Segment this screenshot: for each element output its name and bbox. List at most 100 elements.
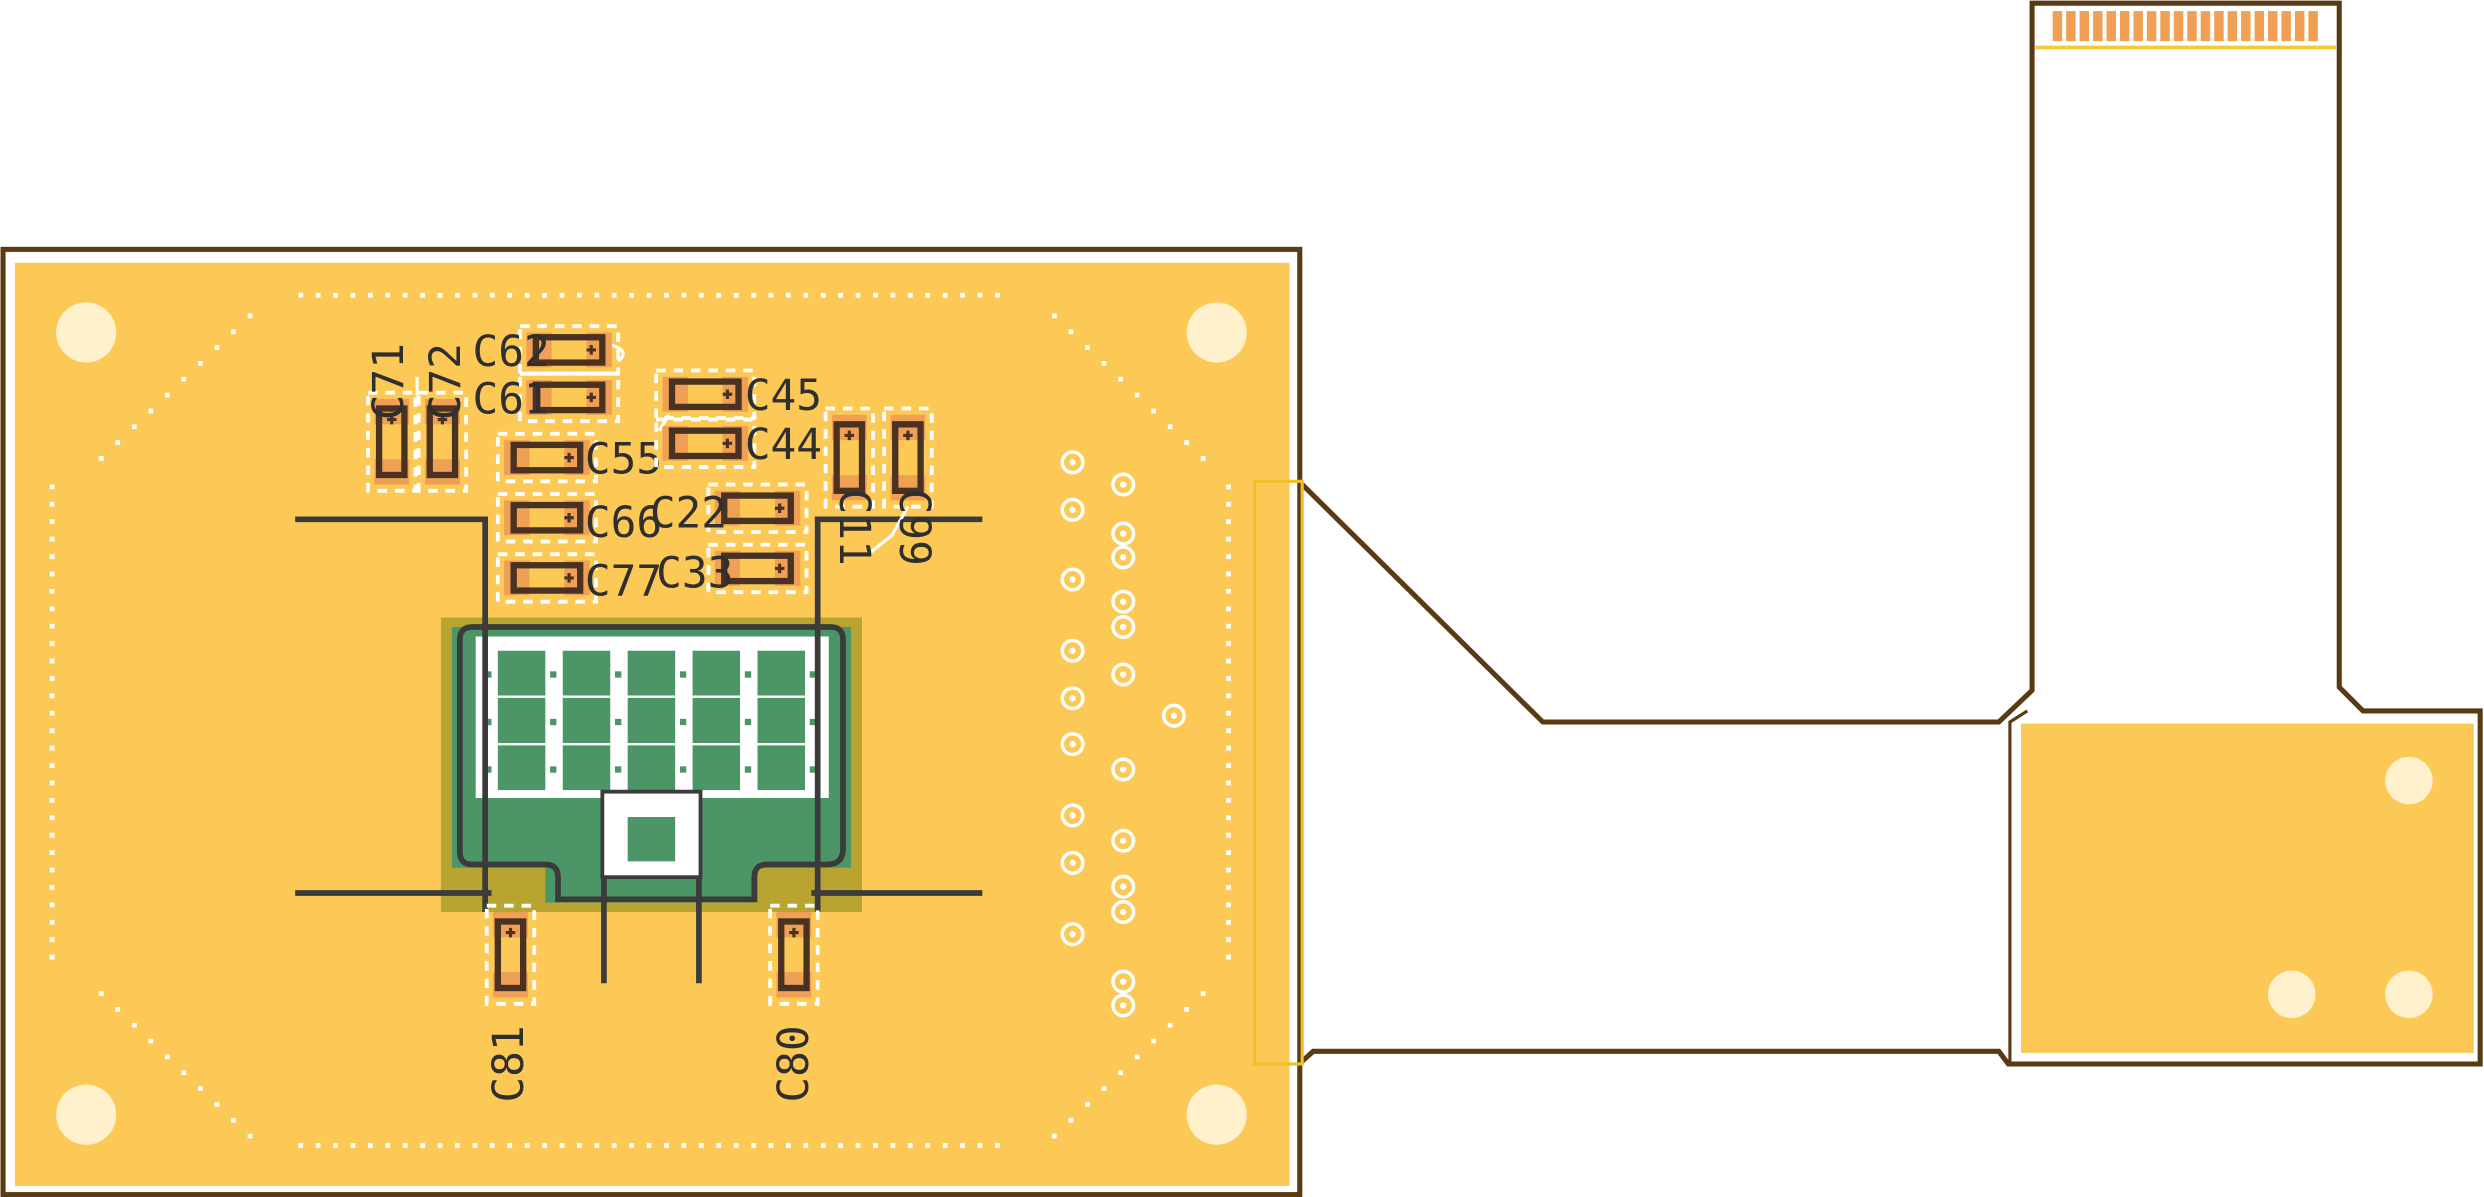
stitching-via <box>198 361 203 366</box>
capacitor-mask-outline <box>484 903 537 1006</box>
stitching-via <box>977 292 983 298</box>
flex-finger-pin <box>2308 11 2318 42</box>
stitching-via <box>524 1143 530 1148</box>
stitching-via <box>298 1143 304 1148</box>
stitching-via <box>1226 745 1231 751</box>
capacitor-body <box>510 501 584 534</box>
stitching-via <box>1068 1117 1074 1123</box>
stitching-via <box>402 1143 408 1148</box>
capacitor-polarity-mark <box>586 345 596 355</box>
stitching-via <box>803 292 809 298</box>
via-ring <box>1060 732 1085 757</box>
capacitor-polarity-mark <box>903 430 913 441</box>
stitching-via <box>629 1143 634 1148</box>
stitching-via <box>925 1143 931 1148</box>
via-drill <box>1069 812 1076 819</box>
capacitor-label: C66 <box>585 498 662 548</box>
stitching-via <box>1226 623 1231 629</box>
routing-traces <box>415 343 910 556</box>
flex-transition-zone <box>1253 479 1304 1066</box>
capacitor-label: C22 <box>650 488 727 538</box>
stitching-via <box>1151 1038 1156 1044</box>
stitching-via <box>333 292 338 298</box>
stitching-via <box>542 292 547 298</box>
via-ring <box>1060 803 1085 828</box>
stitching-via <box>49 728 55 734</box>
capacitor-polarity-mark <box>437 414 448 425</box>
stitching-via <box>942 1143 948 1148</box>
capacitor-polarity-mark <box>774 563 785 574</box>
via-drill <box>1120 978 1127 985</box>
sensor-pad <box>692 650 741 791</box>
stitching-via <box>214 1102 220 1107</box>
stitching-via <box>49 554 55 559</box>
stitching-via <box>820 1143 826 1148</box>
stitching-via <box>1118 376 1123 382</box>
via-drill <box>1069 647 1076 654</box>
stitching-via <box>148 408 154 414</box>
sensor-pad-dot <box>679 671 687 678</box>
stitching-via <box>1226 902 1231 908</box>
sensor-pad <box>627 650 676 791</box>
via-drill <box>1069 695 1076 702</box>
sensor-pad-dot <box>809 766 817 773</box>
capacitor-polarity-mark <box>844 430 855 441</box>
stitching-via <box>1226 798 1231 803</box>
stitching-via <box>1052 313 1057 319</box>
via-ring <box>1060 686 1085 711</box>
capacitor-mask-outline <box>654 417 757 469</box>
stitching-via <box>1200 456 1206 461</box>
capacitor-label: C61 <box>473 374 550 424</box>
sensor-pad-dot <box>485 718 492 726</box>
trace-c62 <box>611 343 625 363</box>
stitching-via <box>716 292 722 298</box>
flex-finger-pin <box>2200 11 2211 42</box>
stitching-via <box>1068 329 1074 335</box>
stitching-via <box>49 763 55 768</box>
via-drill <box>1069 459 1076 466</box>
capacitor-c71: C71 <box>364 343 418 493</box>
mounting-hole-top-right <box>1186 302 1247 363</box>
stitching-via <box>1226 606 1231 612</box>
stitching-via <box>1226 763 1231 768</box>
stitching-via <box>838 292 843 298</box>
flex-finger-pin <box>2187 11 2197 42</box>
stitching-via <box>768 292 774 298</box>
capacitor-polarity-mark <box>774 503 785 513</box>
capacitor-label: C81 <box>484 1025 534 1102</box>
stitching-via <box>49 919 55 925</box>
capacitor-c99: C99 <box>882 406 939 566</box>
capacitor-body <box>668 427 742 460</box>
capacitor-mask-outline <box>706 482 809 534</box>
stitching-via <box>49 519 55 525</box>
via-ring <box>1161 703 1186 728</box>
via-ring <box>1111 828 1136 853</box>
stitching-via <box>1226 676 1231 681</box>
capacitor-polarity-mark <box>586 392 596 403</box>
capacitor-c33: C33 <box>656 542 809 598</box>
flex-finger-pin <box>2093 11 2103 42</box>
stitching-via <box>49 745 55 751</box>
stitching-via <box>402 292 408 298</box>
via-ring <box>1111 874 1136 899</box>
capacitor-label: C77 <box>585 556 662 606</box>
stitching-via <box>49 641 55 646</box>
flex-gold-fingers <box>2052 11 2318 42</box>
stitching-via <box>350 292 356 298</box>
sensor-courtyard <box>456 624 846 903</box>
stitching-via <box>960 292 965 298</box>
stitching-via <box>681 1143 687 1148</box>
via-ring <box>1060 567 1085 592</box>
stitching-via <box>472 1143 478 1148</box>
via-ring <box>1111 662 1136 687</box>
sensor-pad-dot <box>550 718 557 726</box>
capacitor-c80: C80 <box>768 903 820 1103</box>
flex-cable-outline <box>1297 0 2483 1067</box>
sensor-pad-dot <box>744 671 752 678</box>
stiffener-hole-top <box>2385 756 2433 805</box>
stitching-via <box>131 1022 137 1028</box>
stitching-via <box>524 292 530 298</box>
capacitor-body <box>426 405 459 479</box>
via-ring <box>1111 899 1136 925</box>
